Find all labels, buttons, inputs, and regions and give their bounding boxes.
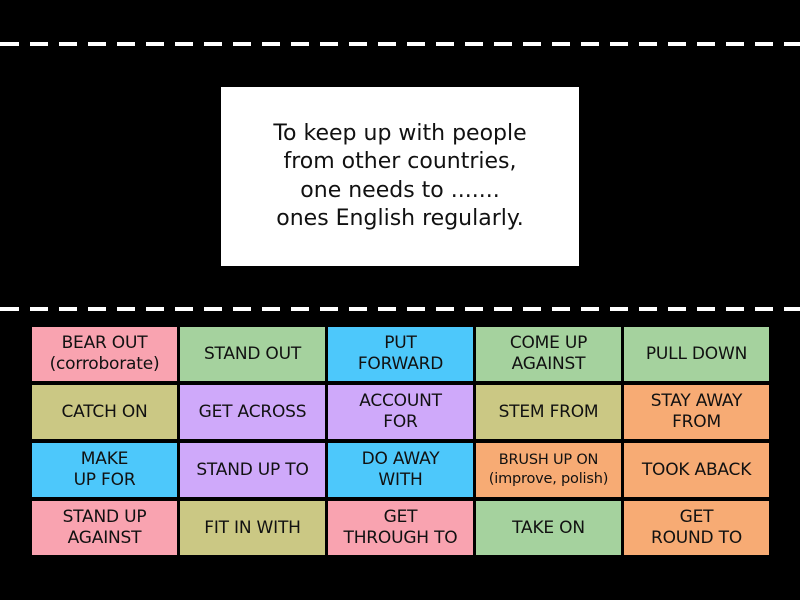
answer-tile[interactable]: BEAR OUT (corroborate) xyxy=(32,327,177,381)
answer-tiles-grid: BEAR OUT (corroborate) STAND OUT PUT FOR… xyxy=(32,327,769,555)
answer-tile[interactable]: PUT FORWARD xyxy=(328,327,473,381)
answer-tile[interactable]: COME UP AGAINST xyxy=(476,327,621,381)
answer-tile[interactable]: PULL DOWN xyxy=(624,327,769,381)
answer-tile[interactable]: ACCOUNT FOR xyxy=(328,385,473,439)
answer-tile[interactable]: TAKE ON xyxy=(476,501,621,555)
drop-zone-bottom-border xyxy=(0,307,800,311)
answer-tile[interactable]: FIT IN WITH xyxy=(180,501,325,555)
answer-tile[interactable]: STAND OUT xyxy=(180,327,325,381)
answer-tile[interactable]: BRUSH UP ON (improve, polish) xyxy=(476,443,621,497)
question-card: To keep up with people from other countr… xyxy=(221,87,579,266)
drop-zone-top-border xyxy=(0,42,800,46)
answer-tile[interactable]: STAND UP TO xyxy=(180,443,325,497)
answer-tile[interactable]: STAND UP AGAINST xyxy=(32,501,177,555)
answer-tile[interactable]: TOOK ABACK xyxy=(624,443,769,497)
answer-tile[interactable]: GET THROUGH TO xyxy=(328,501,473,555)
answer-tile[interactable]: CATCH ON xyxy=(32,385,177,439)
answer-tile[interactable]: DO AWAY WITH xyxy=(328,443,473,497)
answer-tile[interactable]: GET ROUND TO xyxy=(624,501,769,555)
answer-tile[interactable]: MAKE UP FOR xyxy=(32,443,177,497)
answer-tile[interactable]: STAY AWAY FROM xyxy=(624,385,769,439)
answer-tile[interactable]: GET ACROSS xyxy=(180,385,325,439)
question-text: To keep up with people from other countr… xyxy=(273,120,527,232)
answer-tile[interactable]: STEM FROM xyxy=(476,385,621,439)
